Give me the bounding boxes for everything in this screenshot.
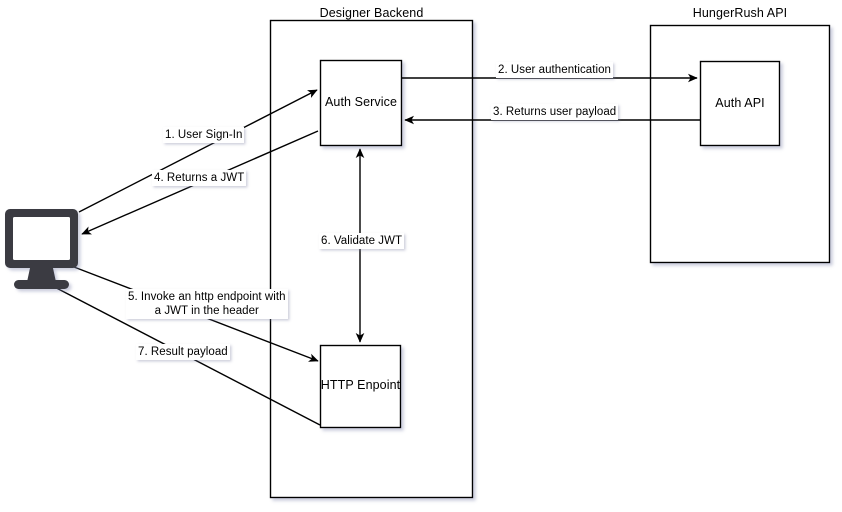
node-box-http-endpoint[interactable] [319,344,402,429]
container-title-hungerrush-api: HungerRush API [692,6,788,20]
node-box-auth-service[interactable] [319,59,403,147]
container-title-designer-backend: Designer Backend [319,6,424,20]
desktop-monitor-icon[interactable] [5,209,78,289]
edge-label-7-result-payload: 7. Result payload [136,344,230,360]
node-label-auth-api: Auth API [715,96,765,110]
edge-label-1-user-sign-in: 1. User Sign-In [163,127,245,143]
edge-label-3-returns-user-payload: 3. Returns user payload [491,104,619,120]
node-label-auth-service: Auth Service [324,95,398,109]
edge-label-4-returns-a-jwt: 4. Returns a JWT [152,170,247,186]
node-label-http-endpoint: HTTP Enpoint [320,378,401,392]
edge-label-6-validate-jwt: 6. Validate JWT [319,233,405,249]
edge-label-5-invoke-http-endpoint: 5. Invoke an http endpoint with a JWT in… [126,289,288,319]
node-box-auth-api[interactable] [699,60,781,147]
edge-label-2-user-authentication: 2. User authentication [496,62,613,78]
edge-line-1-user-sign-in [78,89,318,213]
